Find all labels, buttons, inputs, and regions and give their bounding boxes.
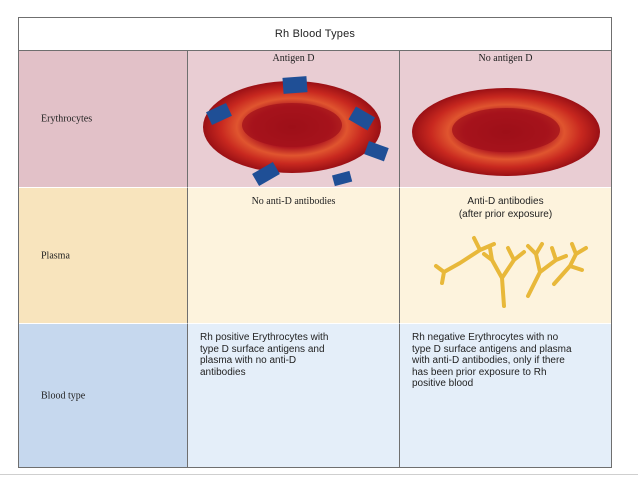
cell-rh-negative-plasma: Anti-D antibodies (after prior exposure) — [399, 187, 611, 323]
erythrocyte-center — [452, 108, 560, 152]
antibody — [434, 236, 496, 285]
bottom-divider — [0, 474, 638, 475]
antigen-d-marker — [282, 76, 308, 94]
antigen-d-marker — [206, 103, 232, 125]
anti-d-antibodies-line2: (after prior exposure) — [458, 209, 553, 220]
antigen-d-marker — [332, 170, 353, 187]
antigen-d-marker — [364, 141, 389, 162]
row-label-erythrocytes: Erythrocytes — [41, 113, 93, 125]
table-title: Rh Blood Types — [19, 18, 611, 51]
antibody — [482, 246, 526, 308]
row-header-erythrocytes: Erythrocytes — [19, 51, 187, 187]
row-label-plasma: Plasma — [41, 250, 70, 261]
erythrocyte-center — [242, 103, 342, 147]
antibody-shapes — [434, 236, 588, 308]
rh-negative-description: Rh negative Erythrocytes with no type D … — [412, 332, 572, 389]
cell-rh-negative-description: Rh negative Erythrocytes with no type D … — [399, 323, 611, 467]
row-header-plasma: Plasma — [19, 187, 187, 323]
row-header-blood-type: Blood type — [19, 323, 187, 467]
cell-rh-positive-erythrocyte: Antigen D — [187, 51, 399, 187]
rh-blood-types-table: Rh Blood Types Erythrocytes Antigen D — [18, 17, 612, 468]
cell-rh-negative-erythrocyte: No antigen D — [399, 51, 611, 187]
cell-rh-positive-plasma: No anti-D antibodies — [187, 187, 399, 323]
anti-d-antibodies-label: Anti-D antibodies (after prior exposure) — [400, 195, 611, 221]
antigen-d-label: Antigen D — [272, 53, 315, 64]
anti-d-antibodies-line1: Anti-D antibodies — [467, 196, 544, 207]
cell-rh-positive-description: Rh positive Erythrocytes with type D sur… — [187, 323, 399, 467]
antibody — [526, 242, 568, 298]
antigen-d-marker — [252, 161, 280, 187]
antigen-d-markers — [206, 76, 389, 187]
rh-positive-erythrocyte-illustration — [203, 76, 389, 187]
anti-d-antibodies-illustration — [434, 236, 588, 308]
no-antigen-d-label: No antigen D — [478, 53, 533, 64]
rh-negative-erythrocyte-illustration — [412, 88, 600, 176]
row-label-blood-type: Blood type — [41, 390, 86, 401]
antigen-d-marker — [348, 106, 376, 131]
rh-positive-description: Rh positive Erythrocytes with type D sur… — [200, 332, 329, 378]
no-anti-d-antibodies-label: No anti-D antibodies — [251, 196, 336, 207]
antibody — [552, 242, 588, 286]
